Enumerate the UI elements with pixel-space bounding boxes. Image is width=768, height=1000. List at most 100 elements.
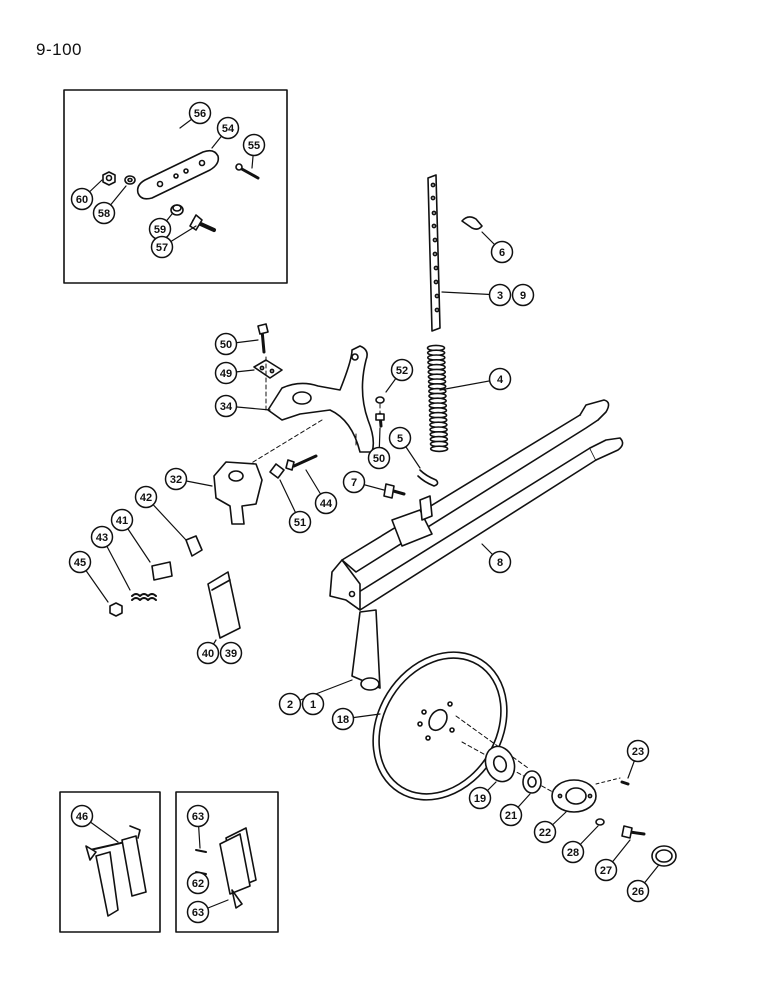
callout-59: 59 [148, 217, 172, 241]
main-arm-part [329, 399, 624, 691]
callout-circle [216, 116, 240, 140]
callout-number: 32 [170, 474, 182, 486]
callout-circle [331, 707, 355, 731]
callout-50b: 50 [367, 446, 391, 470]
callout-44: 44 [314, 491, 338, 515]
callout-number: 59 [154, 224, 166, 236]
bolt-part [375, 412, 385, 428]
callout-circle [499, 803, 523, 827]
scraper-bracket-part [185, 535, 203, 557]
disc-part [372, 651, 508, 801]
washer-part [595, 818, 605, 826]
callout-55: 55 [242, 133, 266, 157]
callout-7: 7 [342, 470, 366, 494]
callout-23: 23 [626, 739, 650, 763]
callout-number: 41 [116, 515, 128, 527]
callout-3: 3 [488, 283, 512, 307]
callout-circle [134, 485, 158, 509]
callout-26: 26 [626, 879, 650, 903]
callout-circle [342, 470, 366, 494]
callout-circle [388, 426, 412, 450]
callout-number: 63 [192, 907, 204, 919]
callout-number: 19 [474, 793, 486, 805]
washer-part [124, 175, 136, 185]
callout-circle [164, 467, 188, 491]
callout-number: 8 [497, 557, 503, 569]
callout-number: 1 [310, 699, 316, 711]
callout-50a: 50 [214, 332, 238, 356]
callout-circle [186, 871, 210, 895]
callout-circle [488, 283, 512, 307]
callout-number: 55 [248, 140, 260, 152]
callout-51: 51 [288, 510, 312, 534]
callout-2: 2 [278, 692, 302, 716]
callout-circle [490, 240, 514, 264]
callout-circle [70, 187, 94, 211]
callout-45: 45 [68, 550, 92, 574]
callout-54: 54 [216, 116, 240, 140]
callout-62: 62 [186, 871, 210, 895]
callout-circle [301, 692, 325, 716]
callout-number: 6 [499, 247, 505, 259]
callout-56: 56 [188, 101, 212, 125]
callout-21: 21 [499, 803, 523, 827]
callout-circle [70, 804, 94, 828]
callout-circle [110, 508, 134, 532]
callout-circle [626, 739, 650, 763]
bolt-part [189, 214, 216, 232]
cotter-pin-part [417, 469, 439, 487]
spring-coil [429, 445, 449, 453]
bolt-part [621, 825, 646, 839]
inset-frame-bottom-right [175, 791, 279, 933]
callout-circle [186, 804, 210, 828]
nut-part [109, 602, 123, 617]
callout-1: 1 [301, 692, 325, 716]
callout-number: 39 [225, 648, 237, 660]
callout-circle [367, 446, 391, 470]
callout-circle [214, 361, 238, 385]
callout-circle [68, 550, 92, 574]
callout-circle [511, 283, 535, 307]
dust-cap-part [651, 845, 677, 867]
bolt-part [257, 323, 269, 354]
callout-number: 3 [497, 290, 503, 302]
callout-number: 51 [294, 517, 306, 529]
pin-part [383, 483, 406, 499]
callout-number: 27 [600, 865, 612, 877]
callout-circle [626, 879, 650, 903]
callout-52: 52 [390, 358, 414, 382]
callout-number: 58 [98, 208, 110, 220]
callout-circle [92, 201, 116, 225]
upper-bracket-part [267, 345, 375, 453]
bolt-part [285, 454, 318, 471]
nut-part [102, 171, 116, 186]
callout-18: 18 [331, 707, 355, 731]
callout-8: 8 [488, 550, 512, 574]
callout-circle [214, 332, 238, 356]
callout-circle [242, 133, 266, 157]
callout-circle [288, 510, 312, 534]
callout-circle [594, 858, 618, 882]
adjusting-strap-part [427, 174, 441, 332]
scraper-blade-part [207, 571, 241, 639]
callout-circle [561, 840, 585, 864]
callout-28: 28 [561, 840, 585, 864]
inset-frame-bottom-left [59, 791, 161, 933]
callout-number: 5 [397, 433, 403, 445]
callout-41: 41 [110, 508, 134, 532]
callout-number: 2 [287, 699, 293, 711]
callout-43: 43 [90, 525, 114, 549]
callout-circle [533, 820, 557, 844]
callout-9: 9 [511, 283, 535, 307]
scraper-plate-part [151, 561, 173, 581]
callout-5: 5 [388, 426, 412, 450]
callout-number: 46 [76, 811, 88, 823]
callout-number: 44 [320, 498, 333, 510]
callout-42: 42 [134, 485, 158, 509]
callout-number: 57 [156, 242, 168, 254]
callout-number: 50 [373, 453, 385, 465]
callout-circle [488, 367, 512, 391]
mounting-block-part [213, 461, 285, 525]
retainer-plate-part [484, 745, 516, 783]
callout-49: 49 [214, 361, 238, 385]
